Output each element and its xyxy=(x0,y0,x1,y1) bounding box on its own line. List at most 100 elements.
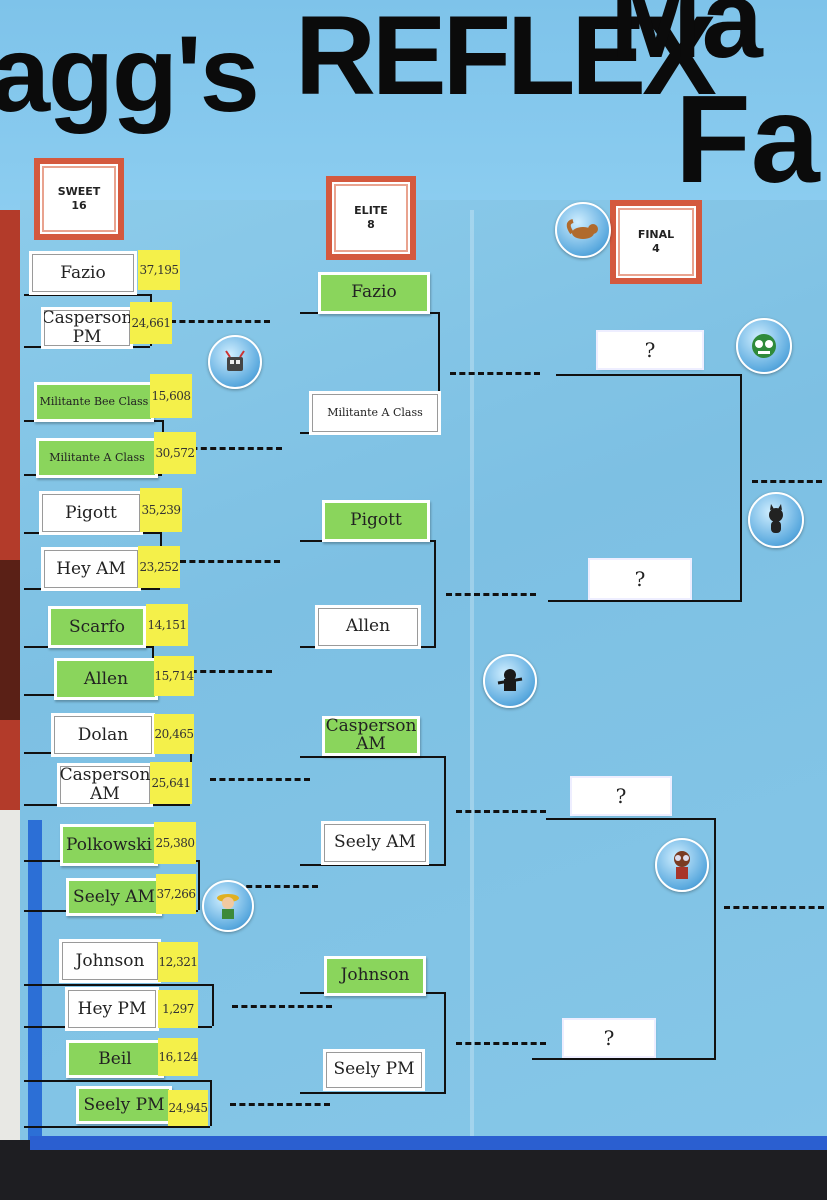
bracket-line xyxy=(300,864,444,866)
sweet16-score-note: 24,945 xyxy=(168,1090,208,1126)
sweet16-score-note: 35,239 xyxy=(140,488,182,532)
elite8-team-card: Fazio xyxy=(318,272,430,314)
bracket-dash xyxy=(450,372,540,375)
final4-slot: ? xyxy=(590,560,690,598)
bracket-line xyxy=(548,600,740,602)
bracket-line xyxy=(24,532,160,534)
bracket-line xyxy=(532,1058,714,1060)
final4-slot: ? xyxy=(598,332,702,368)
sweet16-score-note: 16,124 xyxy=(158,1038,198,1076)
sweet16-score-note: 23,252 xyxy=(138,546,180,588)
bracket-dash xyxy=(182,447,282,450)
sweet16-score-note: 24,661 xyxy=(130,302,172,344)
elite8-team-card: Allen xyxy=(315,605,421,649)
elite8-team-card: Johnson xyxy=(324,956,426,996)
sweet16-team-card: Johnson xyxy=(59,939,161,983)
bracket-dash xyxy=(232,1005,332,1008)
sweet16-team-card: Casperson PM xyxy=(41,307,133,349)
bracket-dash xyxy=(172,670,272,673)
bracket-line xyxy=(24,984,212,986)
bracket-dash xyxy=(230,1103,330,1106)
bracket-line xyxy=(198,860,200,910)
bracket-line xyxy=(24,294,150,296)
gear-monster-badge-icon xyxy=(736,318,792,374)
sweet16-team-card: Hey AM xyxy=(41,547,141,591)
title-part-4: Fa xyxy=(675,71,820,209)
sweet16-team-card: Pigott xyxy=(39,491,143,535)
bracket-dash xyxy=(724,906,824,909)
sweet16-team-card: Militante Bee Class xyxy=(34,382,154,422)
bracket-dash xyxy=(446,593,536,596)
sweet16-score-note: 20,465 xyxy=(154,714,194,754)
sweet16-team-card: Dolan xyxy=(51,713,155,757)
explorer-badge-icon xyxy=(202,880,254,932)
bracket-line xyxy=(546,818,716,820)
elite8-header-line1: ELITE xyxy=(354,203,388,217)
sweet16-team-card: Beil xyxy=(66,1040,164,1078)
bracket-line xyxy=(300,646,434,648)
squirrel-badge-icon xyxy=(555,202,611,258)
bracket-line xyxy=(24,588,160,590)
bracket-line xyxy=(212,984,214,1026)
paper-seam xyxy=(470,210,474,1150)
title-part-3: Ma xyxy=(610,0,763,81)
ninja-badge-icon xyxy=(483,654,537,708)
bracket-line xyxy=(556,374,740,376)
bracket-line xyxy=(210,1080,212,1126)
sweet16-score-note: 30,572 xyxy=(154,432,196,474)
sweet16-team-card: Hey PM xyxy=(65,987,159,1031)
sweet16-header-line2: 16 xyxy=(71,199,87,212)
elite8-header-line2: 8 xyxy=(367,218,375,231)
sweet16-score-note: 25,641 xyxy=(150,762,192,804)
bracket-dash xyxy=(752,480,822,483)
bracket-line xyxy=(714,818,716,1060)
final4-slot: ? xyxy=(564,1020,654,1056)
bracket-dash xyxy=(456,810,546,813)
elite8-team-card: Seely AM xyxy=(321,821,429,865)
bracket-line xyxy=(24,1080,210,1082)
sweet16-score-note: 15,714 xyxy=(154,656,194,696)
bracket-line xyxy=(444,992,446,1094)
sweet16-score-note: 37,266 xyxy=(156,874,196,914)
bracket-line xyxy=(434,540,436,648)
sweet16-header-line1: SWEET xyxy=(57,184,101,198)
sweet16-team-card: Allen xyxy=(54,658,158,700)
elite8-team-card: Militante A Class xyxy=(309,391,441,435)
bracket-dash xyxy=(456,1042,546,1045)
sweet16-team-card: Scarfo xyxy=(48,606,146,648)
sweet16-score-note: 1,297 xyxy=(158,990,198,1028)
bracket-line xyxy=(24,1126,210,1128)
floor-tape xyxy=(30,1136,827,1150)
bracket-line xyxy=(300,432,438,434)
bracket-line xyxy=(24,346,150,348)
elite8-team-card: Casperson AM xyxy=(322,716,420,756)
robot-badge-icon xyxy=(208,335,262,389)
final4-header: FINAL 4 xyxy=(610,200,702,284)
final4-slot: ? xyxy=(572,778,670,814)
sweet16-team-card: Seely PM xyxy=(76,1086,172,1124)
sweet16-team-card: Polkowski xyxy=(60,824,158,866)
final4-header-line1: FINAL xyxy=(637,227,675,241)
bracket-dash xyxy=(218,885,318,888)
sweet16-score-note: 15,608 xyxy=(150,374,192,418)
elite8-header: ELITE 8 xyxy=(326,176,416,260)
bracket-line xyxy=(438,312,440,434)
sweet16-score-note: 37,195 xyxy=(138,250,180,290)
sweet16-score-note: 25,380 xyxy=(154,822,196,864)
final4-header-line2: 4 xyxy=(652,242,660,255)
pilot-badge-icon xyxy=(655,838,709,892)
bracket-line xyxy=(740,374,742,602)
bracket-dash xyxy=(180,560,280,563)
bracket-line xyxy=(444,756,446,866)
bracket-line xyxy=(300,1092,444,1094)
sweet16-team-card: Seely AM xyxy=(66,878,162,916)
title-part-1: agg's xyxy=(0,13,260,134)
elite8-team-card: Seely PM xyxy=(323,1049,425,1091)
sweet16-team-card: Militante A Class xyxy=(36,438,158,478)
title-part-2: REFLEX xyxy=(295,0,717,118)
bracket-line xyxy=(300,756,444,758)
elite8-team-card: Pigott xyxy=(322,500,430,542)
bracket-line xyxy=(24,804,190,806)
bracket-dash xyxy=(170,320,270,323)
